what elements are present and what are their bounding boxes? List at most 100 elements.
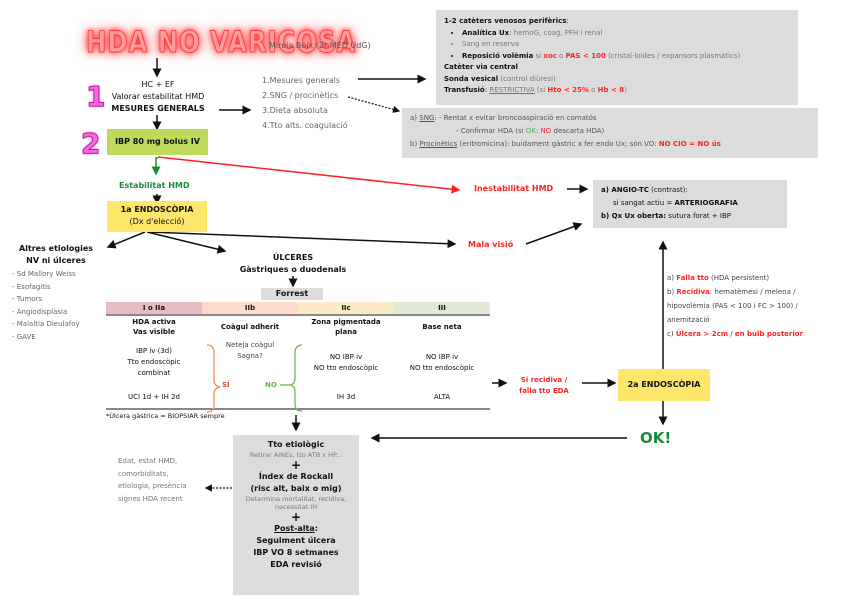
catheters-central: Catèter via central: [444, 63, 518, 71]
forrest-label: Forrest: [261, 288, 323, 300]
angio-b-rest: sutura forat + IBP: [666, 212, 732, 220]
endoscopy-1-title: 1a ENDOSCÒPIA: [120, 205, 194, 214]
angio-box: a) ANGIO-TC (contrast): si sangat actiu …: [593, 180, 787, 228]
failure-criteria: a) Falla tto (HDA persistent) b) Recidiv…: [667, 271, 803, 341]
arrow-endo-to-ulcers: [146, 231, 227, 254]
endoscopy-1-box: 1a ENDOSCÒPIA (Dx d'elecció): [107, 201, 207, 232]
catheters-heading-suffix: :: [566, 17, 569, 25]
post-line-1: Seguiment úlcera: [256, 536, 336, 545]
etiology-item: - Sd Mallory Weiss: [12, 270, 76, 278]
sonda-rest: (control diüresi): [498, 74, 556, 83]
sng-b-red: NO CIO = NO ús: [658, 140, 721, 148]
forrest-col-header: IIb: [202, 302, 298, 314]
rockall-sub-2: necessitat IH: [274, 503, 318, 511]
sng-no: NO: [540, 127, 552, 135]
transf-colon: :: [484, 86, 490, 94]
catheters-heading: 1-2 catèters venosos perifèrics: [444, 17, 567, 25]
rockall-factor-line: Edat, estat HMD,: [118, 457, 178, 465]
other-etiologies-title: Altres etiologies NV ni úlceres: [10, 243, 102, 267]
rockall-factor-line: etiologia, presència: [118, 482, 187, 490]
col3-stay: IH 3d: [336, 393, 356, 401]
author: Mireia Boix (3r MED UdG): [269, 41, 371, 50]
fc-a-rest: (HDA persistent): [708, 274, 770, 282]
other-title-1: Altres etiologies: [18, 244, 94, 253]
bullet3-xoc: xoc: [543, 51, 557, 60]
col1-treatment-line: combinat: [137, 369, 171, 377]
final-box: Tto etiològic Retirar AINEs, tto ATB x H…: [233, 435, 359, 595]
arrow-endo-to-badvision: [148, 231, 457, 249]
col1-stay: UCI 1d + IH 2d: [128, 393, 180, 401]
sng-box: a) SNG: - Rentat x evitar broncoaspiraci…: [402, 108, 818, 158]
post-line-3: EDA revisió: [270, 560, 322, 569]
etiology-item: - Malaltia Dieulafoy: [12, 320, 80, 328]
col3-desc-line: Zona pigmentada: [311, 318, 381, 326]
rockall-title-2: (risc alt, baix o mig): [250, 484, 342, 493]
arrow-badvision-to-angio: [525, 222, 583, 245]
fc-c-pre: c): [667, 330, 676, 338]
col3-treatment: NO IBP iv NO tto endoscòpic: [300, 352, 392, 374]
bullet3-o: o: [556, 51, 566, 60]
transf-close: ): [624, 86, 627, 94]
yes-label: SÍ: [222, 381, 230, 389]
fc-b-red: Recidiva: [676, 288, 710, 296]
fc-a-pre: a): [667, 274, 677, 282]
sng-b-prefix: b): [410, 140, 420, 148]
rockall-factor-line: signes HDA recent: [118, 494, 183, 503]
col4-treatment: NO IBP iv NO tto endoscòpic: [396, 352, 488, 374]
col2-question: Neteja coàgul Sagna?: [208, 340, 292, 362]
col1-treatment-line: IBP iv (3d): [136, 347, 172, 355]
measure-item: 1.Mesures generals: [262, 76, 341, 85]
transf-o: o: [588, 86, 598, 94]
bullet3-rest: (cristal·loides / expansors plasmàtics): [605, 51, 741, 60]
rockall-factors: Edat, estat HMD, comorbiditats, etiologi…: [118, 455, 187, 505]
recurrence-line-1: Si recidiva /: [520, 376, 568, 384]
col1-treatment: IBP iv (3d) Tto endoscòpic combinat: [108, 346, 200, 379]
unstable-label: Inestabilitat HMD: [474, 184, 554, 193]
fc-b-rest: : hematèmesi / melena /: [709, 288, 796, 296]
col1-desc-line: HDA activa: [132, 318, 176, 326]
tto-sub: Retirar AINEs, tto ATB x HP...: [249, 451, 343, 459]
col4-stay: ALTA: [433, 393, 451, 401]
catheters-box: 1-2 catèters venosos perifèrics: Analíti…: [436, 10, 798, 105]
no-label: NO: [265, 381, 277, 389]
measures-list: 1.Mesures generals 2.SNG / procinètics 3…: [262, 73, 348, 133]
arteriografia: ARTERIOGRAFIA: [674, 199, 738, 207]
post-title: Post-alta: [274, 524, 315, 533]
forrest-col-header: I o IIa: [106, 302, 202, 314]
sonda-bold: Sonda vesical: [444, 74, 499, 83]
other-title-2: NV ni úlceres: [26, 256, 86, 265]
transf-bold: Transfusió: [444, 86, 485, 94]
col1-desc-line: Vas visible: [132, 328, 176, 336]
forrest-col1-desc: HDA activa Vas visible: [106, 317, 202, 337]
step1-block: HC + EF Valorar estabilitat HMD MESURES …: [96, 79, 220, 115]
bullet3-bold: Reposició volèmia: [462, 51, 534, 60]
etiology-item: - Angiodisplàsia: [12, 307, 68, 316]
col2-question-line: Neteja coàgul: [225, 341, 275, 349]
tto-title: Tto etiològic: [267, 440, 325, 449]
step1-line3: MESURES GENERALS: [111, 104, 205, 113]
forrest-col4-desc: Base neta: [422, 323, 462, 331]
endoscopy-2-box: 2a ENDOSCÒPIA: [618, 369, 710, 401]
step-number-2: 2: [80, 127, 101, 161]
rockall-sub-1: Determina mortalitat, recidiva,: [245, 495, 347, 503]
sng-a-prefix: a): [410, 114, 420, 122]
plus-2: +: [290, 510, 302, 524]
catheters-bullet-2: Sang en reserva: [462, 39, 790, 51]
step-number-1: 1: [85, 80, 106, 114]
transf-si: (si: [534, 86, 548, 94]
bullet3-si: si: [533, 51, 544, 60]
ibp-bolus-box: IBP 80 mg bolus IV: [107, 129, 208, 155]
arrow-unstable: [157, 156, 461, 194]
transf-restrictiva: RESTRICTIVA: [489, 86, 535, 94]
angio-b-bold: b) Qx Ux oberta:: [601, 212, 667, 220]
recurrence-label: Si recidiva / falla tto EDA: [508, 375, 580, 397]
sng-colon: :: [535, 127, 541, 135]
angio-a-rest: (contrast):: [648, 186, 688, 194]
stable-label: Estabilitat HMD: [119, 181, 190, 190]
sng-b-text: (eritromicina): buidament gàstric x fer …: [457, 140, 659, 148]
col3-desc-line: plana: [335, 328, 357, 336]
plus-1: +: [290, 458, 302, 472]
bullet1-rest: : hemoG, coag, PFH i renal: [509, 28, 603, 37]
forrest-col3-desc: Zona pigmentada plana: [298, 317, 394, 337]
